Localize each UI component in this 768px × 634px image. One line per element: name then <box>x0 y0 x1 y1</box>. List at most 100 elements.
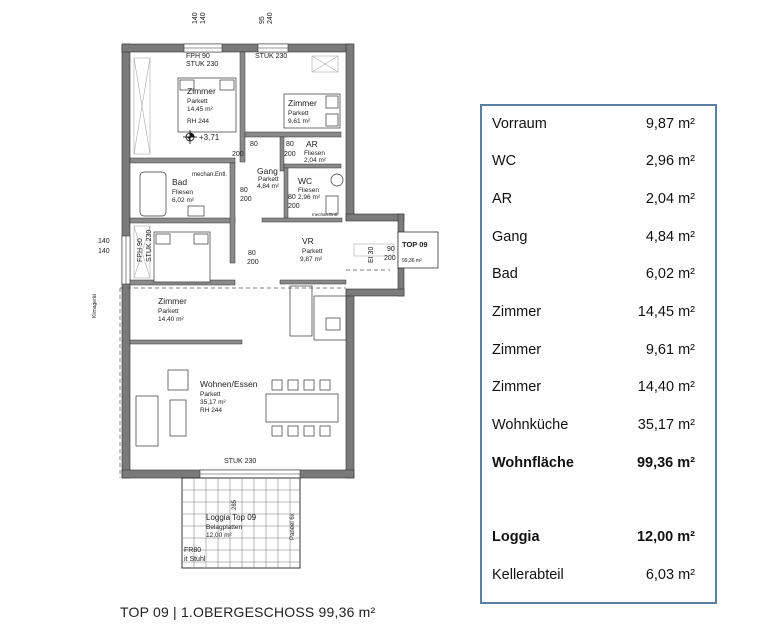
dim-200-b: 200 <box>284 151 296 158</box>
dim-80-a: 80 <box>250 141 258 148</box>
area-label: Bad <box>492 266 518 282</box>
room-ar-area: 2,04 m² <box>304 157 327 164</box>
ei-label: EI 30 <box>368 247 375 263</box>
room-wohnen-floor: Parkett <box>200 391 221 398</box>
area-value: 2,04 m² <box>645 191 695 207</box>
area-value: 2,96 m² <box>645 153 695 169</box>
window-stuk230: STUK 230 <box>186 61 218 68</box>
plan-caption: TOP 09 | 1.OBERGESCHOSS 99,36 m² <box>120 604 376 620</box>
dim-200-e: 200 <box>247 259 259 266</box>
room-loggia-name: Loggia Top 09 <box>206 513 257 522</box>
window-stuk230-b: STUK 230 <box>255 53 287 60</box>
top-box-area: 99,36 m² <box>402 258 422 264</box>
room-gang-name: Gang <box>257 166 278 176</box>
top-box: TOP 09 99,36 m² <box>397 231 439 269</box>
window-stuk230-bottom: STUK 230 <box>224 458 256 465</box>
room-zimmer1-floor: Parkett <box>187 98 208 105</box>
area-label: Gang <box>492 229 528 245</box>
loggia-value: 12,00 m² <box>636 529 695 545</box>
dim-top-right-b: 240 <box>267 12 274 24</box>
room-ar-name: AR <box>306 139 318 149</box>
room-wohnen-name: Wohnen/Essen <box>200 379 258 389</box>
area-table: Vorraum 9,87 m² WC 2,96 m² AR 2,04 m² Ga… <box>480 104 717 604</box>
dim-left-a: 140 <box>98 238 110 245</box>
window-fph90-left: FPH 90 <box>137 238 144 262</box>
area-label: Wohnküche <box>492 417 569 433</box>
room-zimmer3-floor: Parkett <box>158 308 179 315</box>
room-loggia-floor: Belagplatten <box>206 524 243 531</box>
height-285: 285 <box>232 499 238 510</box>
room-wc-floor: Fliesen <box>298 187 319 194</box>
room-zimmer1-area: 14,45 m² <box>187 106 213 113</box>
area-label: Zimmer <box>492 304 542 320</box>
dim-80-d: 80 <box>288 194 296 201</box>
area-value: 6,02 m² <box>645 266 695 282</box>
area-value: 35,17 m² <box>637 417 695 433</box>
keller-value: 6,03 m² <box>645 567 695 583</box>
area-value: 4,84 m² <box>645 229 695 245</box>
room-zimmer2-name: Zimmer <box>288 98 317 108</box>
area-value: 9,87 m² <box>645 116 695 132</box>
total-value: 99,36 m² <box>636 455 695 471</box>
window-fr80-b: it Stuhl <box>184 556 206 563</box>
furniture <box>135 77 347 447</box>
dim-80-b: 80 <box>286 141 294 148</box>
room-zimmer3-name: Zimmer <box>158 296 187 306</box>
room-bad-area: 6,02 m² <box>172 197 195 204</box>
interior-walls <box>129 51 347 345</box>
dim-80-e: 80 <box>248 250 256 257</box>
area-label: Zimmer <box>492 379 542 395</box>
mechan-note-2: mechan.Entl. <box>312 212 338 217</box>
level-marker-icon <box>183 130 197 144</box>
room-wc-area: 2,96 m² <box>298 194 321 201</box>
area-value: 9,61 m² <box>645 342 695 358</box>
area-value: 14,45 m² <box>637 304 695 320</box>
room-vr-name: VR <box>302 236 314 246</box>
room-zimmer2-area: 9,61 m² <box>288 118 311 125</box>
room-bad-name: Bad <box>172 177 187 187</box>
window-stuk230-left: STUK 230 <box>146 230 153 262</box>
room-zimmer1-rh: RH 244 <box>187 118 209 125</box>
paneel-label: Paneel 6x <box>290 513 296 540</box>
area-label: Vorraum <box>492 116 547 132</box>
room-loggia-area: 12,00 m² <box>206 532 232 539</box>
dim-200-d: 200 <box>288 203 300 210</box>
room-gang-floor: Parkett <box>258 176 279 183</box>
room-vr-area: 9,87 m² <box>300 256 323 263</box>
dim-90: 90 <box>387 246 395 253</box>
area-label: Zimmer <box>492 342 542 358</box>
dim-top-left-b: 140 <box>200 12 207 24</box>
loggia <box>181 477 301 569</box>
dim-200-f: 200 <box>384 255 396 262</box>
area-value: 14,40 m² <box>637 379 695 395</box>
room-vr-floor: Parkett <box>302 248 323 255</box>
dim-200-a: 200 <box>232 151 244 158</box>
window-fr80: FR80 <box>184 547 201 554</box>
room-gang-area: 4,84 m² <box>257 183 280 190</box>
loggia-label: Loggia <box>492 529 540 545</box>
room-wc-name: WC <box>298 176 312 186</box>
room-zimmer3-area: 14,40 m² <box>158 316 184 323</box>
room-ar-floor: Fliesen <box>304 150 325 157</box>
keller-label: Kellerabteil <box>492 567 564 583</box>
top-box-title: TOP 09 <box>402 240 428 249</box>
klima-label: Klimagerät <box>92 293 98 318</box>
window-fph90: FPH 90 <box>186 53 210 60</box>
room-zimmer1-name: Zimmer <box>187 86 216 96</box>
dim-80-c: 80 <box>240 187 248 194</box>
room-wohnen-rh: RH 244 <box>200 407 222 414</box>
room-labels: Zimmer Parkett 14,45 m² RH 244 +3,71 Zim… <box>92 86 375 540</box>
dim-top-left-a: 140 <box>192 12 199 24</box>
total-label: Wohnfläche <box>492 455 574 471</box>
dim-left-b: 140 <box>98 248 110 255</box>
area-label: WC <box>492 153 517 169</box>
room-zimmer2-floor: Parkett <box>288 110 309 117</box>
dim-top-right-a: 95 <box>259 16 266 24</box>
floor-plan: 140 140 95 240 140 140 80 200 80 200 80 … <box>92 12 439 569</box>
level-mark: +3,71 <box>199 133 220 142</box>
mechan-note: mechan.Entl. <box>192 172 227 178</box>
area-label: AR <box>492 191 513 207</box>
room-bad-floor: Fliesen <box>172 189 193 196</box>
room-wohnen-area: 35,17 m² <box>200 399 226 406</box>
dim-200-c: 200 <box>240 196 252 203</box>
